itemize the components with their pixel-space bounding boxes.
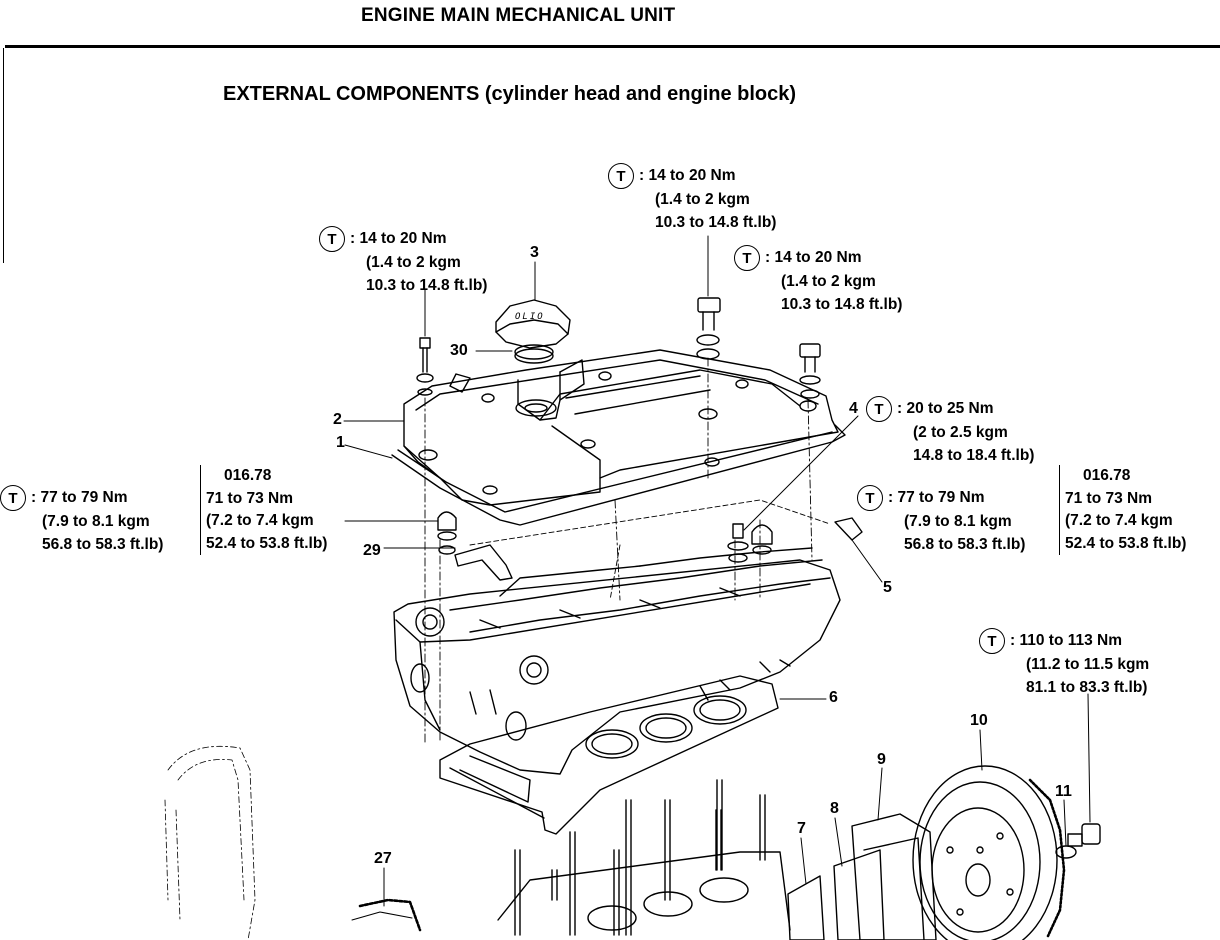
timing-belt [351,898,422,932]
dashed-connectors [469,499,831,601]
head-cover [391,349,846,526]
torque-ftlb: 14.8 to 18.4 ft.lb) [913,446,1035,464]
ref-ftlb: 52.4 to 53.8 ft.lb) [206,534,328,552]
callout-9: 9 [877,751,886,768]
torque-value: : 14 to 20 Nm [639,167,736,185]
callout-6: 6 [829,689,838,706]
cylinder-head [393,547,841,775]
callout-11: 11 [1055,783,1072,800]
torque-spec-flywheel: T : 110 to 113 Nm (11.2 to 11.5 kgm 81.1 … [979,628,1149,699]
torque-kgm: (7.9 to 8.1 kgm [42,513,150,530]
torque-ftlb: 10.3 to 14.8 ft.lb) [781,295,903,313]
torque-icon: T [608,163,634,189]
torque-kgm: (11.2 to 11.5 kgm [1026,656,1150,673]
section-title: EXTERNAL COMPONENTS (cylinder head and e… [223,83,797,105]
torque-value: : 14 to 20 Nm [350,230,447,248]
torque-icon: T [866,396,892,422]
callout-8: 8 [830,800,839,817]
ref-kgm: (7.2 to 7.4 kgm [206,512,314,529]
background-outline [164,745,256,940]
ref-ftlb: 52.4 to 53.8 ft.lb) [1065,534,1187,552]
torque-value: : 110 to 113 Nm [1010,632,1123,650]
torque-spec-right-nut: T : 77 to 79 Nm (7.9 to 8.1 kgm 56.8 to 5… [857,485,1025,556]
header-title: ENGINE MAIN MECHANICAL UNIT [361,5,676,26]
alignment-lines [424,357,813,746]
torque-spec-top-center: T : 14 to 20 Nm (1.4 to 2 kgm 10.3 to 14.… [608,163,776,234]
torque-icon: T [319,226,345,252]
flywheel [912,765,1066,940]
ref-torque-right: 016.78 71 to 73 Nm (7.2 to 7.4 kgm 52.4 … [1059,465,1186,555]
ref-code: 016.78 [1083,467,1131,484]
torque-kgm: (1.4 to 2 kgm [781,273,876,290]
torque-value: : 77 to 79 Nm [31,489,128,507]
ref-nm: 71 to 73 Nm [206,489,294,507]
callout-27: 27 [374,850,392,867]
page-edge-line [3,48,4,263]
leader-lines [343,235,1091,907]
oil-cap-label: OLIO [515,312,545,322]
torque-spec-upper-left: T : 14 to 20 Nm (1.4 to 2 kgm 10.3 to 14.… [319,226,487,297]
torque-ftlb: 10.3 to 14.8 ft.lb) [366,276,488,294]
torque-icon: T [979,628,1005,654]
head-nuts [437,511,863,563]
torque-ftlb: 81.1 to 83.3 ft.lb) [1026,678,1148,696]
ref-torque-left: 016.78 71 to 73 Nm (7.2 to 7.4 kgm 52.4 … [200,465,327,555]
torque-value: : 77 to 79 Nm [888,489,985,507]
torque-kgm: (1.4 to 2 kgm [655,191,750,208]
header-rule [5,45,1220,48]
cover-bolts [416,297,821,399]
callout-7: 7 [797,820,806,837]
torque-kgm: (1.4 to 2 kgm [366,254,461,271]
torque-kgm: (2 to 2.5 kgm [913,424,1008,441]
torque-icon: T [857,485,883,511]
engine-block [497,779,791,936]
callout-29: 29 [363,542,381,559]
ref-code: 016.78 [224,467,272,484]
torque-ftlb: 10.3 to 14.8 ft.lb) [655,213,777,231]
ref-kgm: (7.2 to 7.4 kgm [1065,512,1173,529]
torque-kgm: (7.9 to 8.1 kgm [904,513,1012,530]
torque-ftlb: 56.8 to 58.3 ft.lb) [904,535,1026,553]
ref-nm: 71 to 73 Nm [1065,489,1153,507]
callout-1: 1 [336,434,345,451]
torque-spec-left-nut: T : 77 to 79 Nm (7.9 to 8.1 kgm 56.8 to 5… [0,485,163,556]
torque-ftlb: 56.8 to 58.3 ft.lb) [42,535,164,553]
head-gasket [439,675,779,835]
lifting-bracket [454,544,513,581]
torque-value: : 14 to 20 Nm [765,249,862,267]
callout-2: 2 [333,411,342,428]
torque-value: : 20 to 25 Nm [897,400,994,418]
callout-10: 10 [970,712,988,729]
callout-30: 30 [450,342,468,359]
callout-3: 3 [530,244,539,261]
callout-4: 4 [849,400,858,417]
oil-cap-group [495,299,585,421]
torque-icon: T [734,245,760,271]
torque-icon: T [0,485,26,511]
callout-5: 5 [883,579,892,596]
torque-spec-upper-right: T : 14 to 20 Nm (1.4 to 2 kgm 10.3 to 14.… [734,245,902,316]
torque-spec-item-4: T : 20 to 25 Nm (2 to 2.5 kgm 14.8 to 18.… [866,396,1034,467]
